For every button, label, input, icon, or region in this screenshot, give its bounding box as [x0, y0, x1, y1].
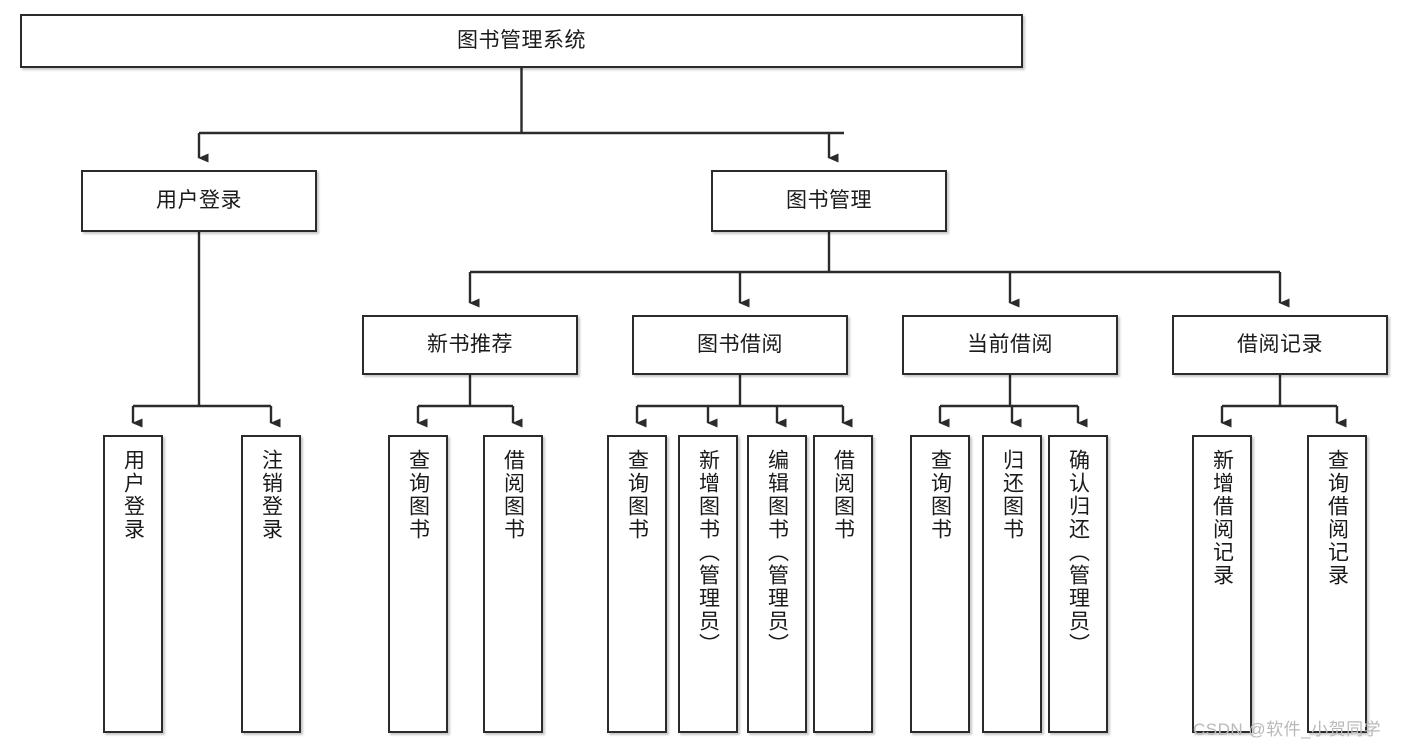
leaf-node-label: 注销登录: [259, 449, 283, 541]
node-current-borrow[interactable]: 当前借阅: [902, 315, 1118, 375]
leaf-node-label: 新增图书（管理员）: [696, 449, 720, 656]
leaf-node[interactable]: 借阅图书: [483, 435, 543, 733]
leaf-node[interactable]: 查询图书: [607, 435, 667, 733]
csdn-watermark: CSDN @软件_小贺同学: [1193, 720, 1382, 739]
leaf-node-label: 借阅图书: [831, 449, 855, 541]
node-user-login-label: 用户登录: [156, 188, 242, 212]
leaf-node-label: 查询图书: [625, 449, 649, 541]
node-new-book-recommend[interactable]: 新书推荐: [362, 315, 578, 375]
leaf-node[interactable]: 新增图书（管理员）: [678, 435, 738, 733]
leaf-node-label: 用户登录: [121, 449, 145, 541]
node-borrow-record[interactable]: 借阅记录: [1172, 315, 1388, 375]
leaf-node-label: 查询借阅记录: [1325, 449, 1349, 587]
leaf-node-label: 查询图书: [406, 449, 430, 541]
leaf-node[interactable]: 确认归还（管理员）: [1048, 435, 1108, 733]
leaf-node[interactable]: 归还图书: [982, 435, 1042, 733]
leaf-node[interactable]: 查询图书: [388, 435, 448, 733]
node-current-borrow-label: 当前借阅: [967, 332, 1053, 356]
node-book-management-label: 图书管理: [786, 188, 872, 212]
leaf-node[interactable]: 借阅图书: [813, 435, 873, 733]
node-book-management[interactable]: 图书管理: [711, 170, 947, 232]
node-root-label: 图书管理系统: [457, 28, 586, 52]
node-book-borrow[interactable]: 图书借阅: [632, 315, 848, 375]
node-root[interactable]: 图书管理系统: [20, 14, 1023, 68]
node-user-login[interactable]: 用户登录: [81, 170, 317, 232]
leaf-node-label: 借阅图书: [501, 449, 525, 541]
leaf-node-label: 编辑图书（管理员）: [765, 449, 789, 656]
node-new-book-recommend-label: 新书推荐: [427, 332, 513, 356]
leaf-node[interactable]: 查询图书: [910, 435, 970, 733]
leaf-node-label: 确认归还（管理员）: [1066, 449, 1090, 656]
node-book-borrow-label: 图书借阅: [697, 332, 783, 356]
leaf-node-label: 归还图书: [1000, 449, 1024, 541]
leaf-node[interactable]: 用户登录: [103, 435, 163, 733]
leaf-node[interactable]: 新增借阅记录: [1192, 435, 1252, 733]
leaf-node[interactable]: 编辑图书（管理员）: [747, 435, 807, 733]
leaf-node[interactable]: 查询借阅记录: [1307, 435, 1367, 733]
leaf-node-label: 新增借阅记录: [1210, 449, 1234, 587]
node-borrow-record-label: 借阅记录: [1237, 332, 1323, 356]
leaf-node[interactable]: 注销登录: [241, 435, 301, 733]
leaf-node-label: 查询图书: [928, 449, 952, 541]
